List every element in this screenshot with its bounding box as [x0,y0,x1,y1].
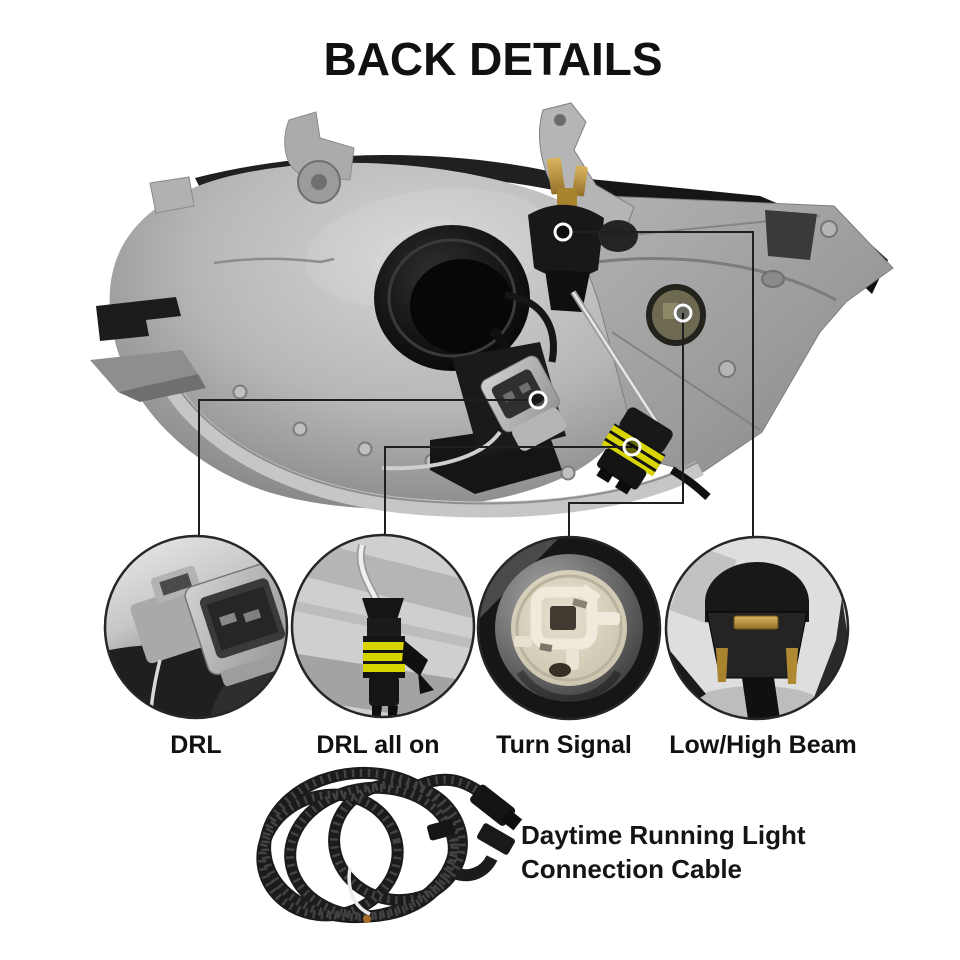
callout-circle-drl-all-on [290,533,476,719]
leader-line-turn-signal [568,313,684,537]
brass-blade [546,157,566,195]
mount-bracket-hook [284,111,355,181]
turn-signal-socket-closeup [495,554,643,703]
side-tab-black [96,297,181,341]
cable-note-line2: Connection Cable [521,854,743,884]
cable-note-line1: Daytime Running Light [521,820,806,850]
callout-label-low-high-beam: Low/High Beam [669,731,857,759]
plate-screw [820,220,838,238]
side-tab-lower [90,350,198,392]
marker-dot-drl-all-on [622,437,642,457]
marker-dot-turn-signal [673,303,693,323]
bottom-flange [154,368,704,518]
plate-recess [765,210,817,260]
metal-rod-highlight [571,291,670,441]
bulb-hole-rim-highlight [371,219,451,270]
cable-orange-tip [363,915,371,923]
marker-dot-drl [528,390,548,410]
brass-center [557,188,577,210]
callout-circle-turn-signal [476,535,662,721]
leader-line-low-high-beam [563,231,754,537]
side-tab-lower-shadow [118,374,206,402]
wire-gray [381,430,502,471]
callout-circle-drl [103,534,289,720]
cable-end-connector [470,784,523,831]
cable-ribs [258,768,493,922]
side-tab-upper [149,176,195,214]
callout-circle-low-high-beam [664,535,850,721]
bracket-bolt [311,174,327,190]
leader-line-drl-all-on [384,446,632,536]
drl-cable-connector-closeup [356,544,434,717]
leader-line-drl [198,399,538,537]
boot-inner [410,259,514,353]
callout-markers [528,222,693,457]
cable-mid-connector [427,819,455,841]
wire-black [504,291,557,363]
cable-branch-connector [477,823,515,855]
leader-lines [198,231,754,537]
callout-label-drl: DRL [170,731,222,759]
plate-dark-recess [598,220,638,252]
cable-note: Daytime Running Light Connection Cable [521,818,851,886]
cable-white-strand [347,867,371,916]
callout-label-drl-all-on: DRL all on [316,731,440,759]
plate-ridge [595,257,837,302]
bracket-hole [554,114,566,126]
drl-connector-closeup [130,561,287,687]
plate-oval-hole [761,270,785,288]
connector-cap [528,204,604,279]
wire-black [669,466,711,501]
headlight-back-photo [90,102,894,518]
callout-label-turn-signal: Turn Signal [496,731,632,759]
plate-ridge [611,331,761,431]
dome-crease [213,257,335,265]
beam-bulb-connector-closeup [705,562,809,719]
drl-connection-cable-photo [256,766,523,924]
marker-dot-low-high-beam [553,222,573,242]
page-title: BACK DETAILS [323,33,663,85]
plate-screw [718,360,736,378]
